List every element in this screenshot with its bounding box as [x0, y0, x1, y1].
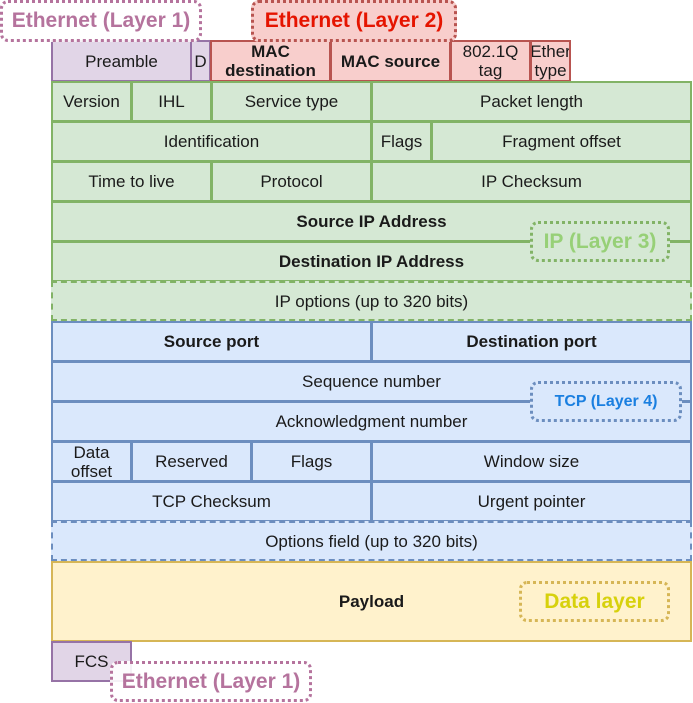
tcp-checksum-label: TCP Checksum [152, 492, 271, 511]
d-field: D [190, 40, 211, 82]
ip-protocol-field: Protocol [211, 161, 372, 202]
tcp-options-label: Options field (up to 320 bits) [265, 531, 478, 551]
ip-protocol-label: Protocol [260, 172, 323, 191]
vlan-tag-field: 802.1Q tag [450, 40, 531, 82]
ip-identification-label: Identification [163, 132, 260, 151]
window-size-field: Window size [371, 441, 692, 482]
mac-destination-label: MAC destination [225, 42, 316, 80]
ip-identification-field: Identification [51, 121, 372, 162]
payload-label: Payload [338, 592, 405, 611]
vlan-tag-label: 802.1Q tag [462, 42, 519, 80]
source-ip-label: Source IP Address [296, 212, 447, 231]
d-label: D [194, 51, 207, 71]
mac-source-label: MAC source [340, 51, 441, 71]
layer-label-ethernet-2: Ethernet (Layer 2) [251, 0, 457, 42]
ip-packet-length-label: Packet length [479, 92, 583, 111]
sequence-number-label: Sequence number [302, 372, 441, 391]
ip-ttl-field: Time to live [51, 161, 212, 202]
layer-label-ethernet-1-top: Ethernet (Layer 1) [0, 0, 202, 42]
destination-port-label: Destination port [466, 332, 597, 351]
mac-destination-field: MAC destination [210, 40, 331, 82]
reserved-label: Reserved [155, 452, 228, 471]
ip-options-label: IP options (up to 320 bits) [274, 291, 469, 311]
tcp-options-field: Options field (up to 320 bits) [51, 521, 692, 561]
mac-source-field: MAC source [330, 40, 451, 82]
ip-ihl-field: IHL [131, 81, 212, 122]
layer-label-ip: IP (Layer 3) [530, 221, 670, 262]
source-port-field: Source port [51, 321, 372, 362]
ip-options-field: IP options (up to 320 bits) [51, 281, 692, 321]
tcp-flags-label: Flags [290, 452, 333, 471]
ip-flags-field: Flags [371, 121, 432, 162]
ether-type-field: Ether type [530, 40, 571, 82]
layer-label-tcp: TCP (Layer 4) [530, 381, 682, 422]
ip-service-type-field: Service type [211, 81, 372, 122]
urgent-pointer-label: Urgent pointer [477, 492, 586, 511]
ip-packet-length-field: Packet length [371, 81, 692, 122]
ip-version-field: Version [51, 81, 132, 122]
preamble-field: Preamble [51, 40, 192, 82]
ip-service-type-label: Service type [244, 92, 339, 111]
data-offset-label: Data offset [70, 442, 113, 481]
fcs-label: FCS [74, 652, 109, 671]
ip-version-label: Version [63, 92, 120, 111]
reserved-field: Reserved [131, 441, 252, 482]
ip-ihl-label: IHL [158, 92, 185, 111]
ack-number-label: Acknowledgment number [275, 412, 468, 431]
ip-checksum-field: IP Checksum [371, 161, 692, 202]
ip-flags-label: Flags [380, 132, 423, 151]
urgent-pointer-field: Urgent pointer [371, 481, 692, 522]
ip-fragment-offset-label: Fragment offset [502, 132, 621, 151]
preamble-label: Preamble [85, 51, 158, 71]
ip-ttl-label: Time to live [88, 172, 175, 191]
layer-label-ethernet-1-bottom: Ethernet (Layer 1) [110, 661, 312, 702]
destination-port-field: Destination port [371, 321, 692, 362]
source-port-label: Source port [163, 332, 260, 351]
data-offset-field: Data offset [51, 441, 132, 482]
ip-checksum-label: IP Checksum [481, 172, 582, 191]
ip-fragment-offset-field: Fragment offset [431, 121, 692, 162]
tcp-checksum-field: TCP Checksum [51, 481, 372, 522]
ether-type-label: Ether type [530, 42, 571, 80]
tcp-flags-field: Flags [251, 441, 372, 482]
window-size-label: Window size [483, 452, 580, 471]
layer-label-data: Data layer [519, 581, 670, 622]
destination-ip-label: Destination IP Address [278, 252, 465, 271]
